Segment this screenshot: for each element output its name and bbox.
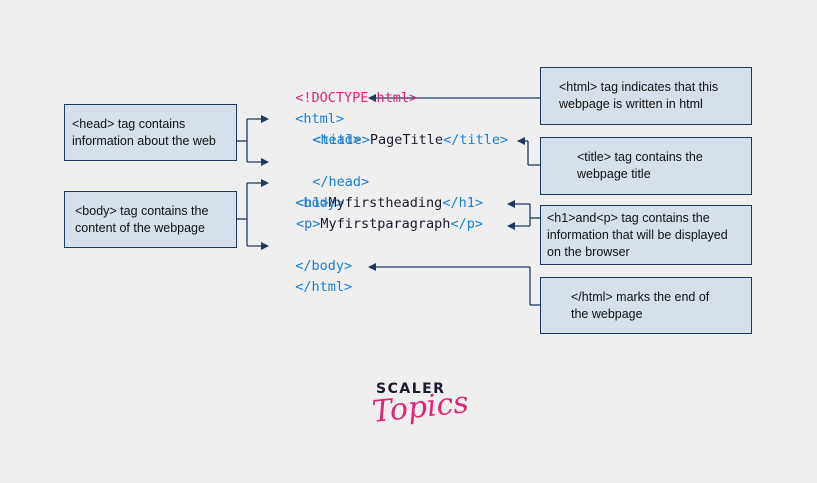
code-line-doctype: <!DOCTYPE html> [279, 67, 417, 109]
title-annotation-box: <title> tag contains the webpage title [540, 137, 752, 195]
p-open-tag: <p> [296, 216, 321, 232]
body-annotation-box: <body> tag contains the content of the w… [64, 191, 237, 248]
h1p-annotation-box: <h1>and<p> tag contains the information … [540, 205, 752, 265]
code-line-html-close: </html> [279, 256, 352, 298]
code-line-p: <p>Myfirstparagraph</p> [296, 214, 483, 235]
html-open-tag: <html> [295, 111, 345, 127]
h1-text: Myfirstheading [328, 195, 443, 211]
head-open-tag: <head> [312, 132, 362, 148]
h1p-annotation-text: <h1>and<p> tag contains the information … [547, 210, 728, 259]
body-connector [237, 179, 269, 250]
html-end-annotation-box: </html> marks the end of the webpage [540, 277, 752, 334]
p-close-tag: </p> [450, 216, 483, 232]
title-close-tag: </title> [443, 132, 509, 148]
title-connector [517, 137, 540, 166]
code-line-title: <title>PageTitle</title> [313, 130, 508, 151]
head-close-tag: </head> [312, 174, 370, 190]
head-annotation-box: <head> tag contains information about th… [64, 104, 237, 161]
p-text: Myfirstparagraph [320, 216, 451, 232]
html-annotation-text: <html> tag indicates that this webpage i… [559, 80, 719, 111]
code-line-h1: <h1>Myfirstheading</h1> [296, 193, 483, 214]
h1-open-tag: <h1> [296, 195, 329, 211]
html-end-annotation-text: </html> marks the end of the webpage [571, 289, 710, 321]
html-annotation-box: <html> tag indicates that this webpage i… [540, 67, 752, 125]
html-close-tag: </html> [295, 279, 353, 295]
title-open-tag: <title> [313, 132, 370, 148]
html-end-connector [368, 263, 540, 306]
doctype-tag: <!DOCTYPE html> [295, 90, 418, 106]
title-text: PageTitle [369, 132, 444, 148]
h1-close-tag: </h1> [442, 195, 483, 211]
body-annotation-text: <body> tag contains the content of the w… [75, 203, 209, 235]
code-line-body-close: </body> [279, 235, 352, 277]
body-close-tag: </body> [295, 258, 353, 274]
title-annotation-text: <title> tag contains the webpage title [577, 150, 703, 181]
scaler-logo-text: SCALER [376, 381, 446, 397]
code-line-html-open: <html> [279, 88, 344, 130]
code-line-head-close: </head> [296, 151, 369, 193]
body-open-tag: <body> [295, 195, 345, 211]
code-line-head-open: <head> [296, 109, 361, 151]
h1p-connector [507, 200, 540, 230]
head-connector [237, 115, 269, 166]
code-line-body-open: <body> [279, 172, 344, 214]
head-annotation-text: <head> tag contains information about th… [72, 116, 216, 148]
